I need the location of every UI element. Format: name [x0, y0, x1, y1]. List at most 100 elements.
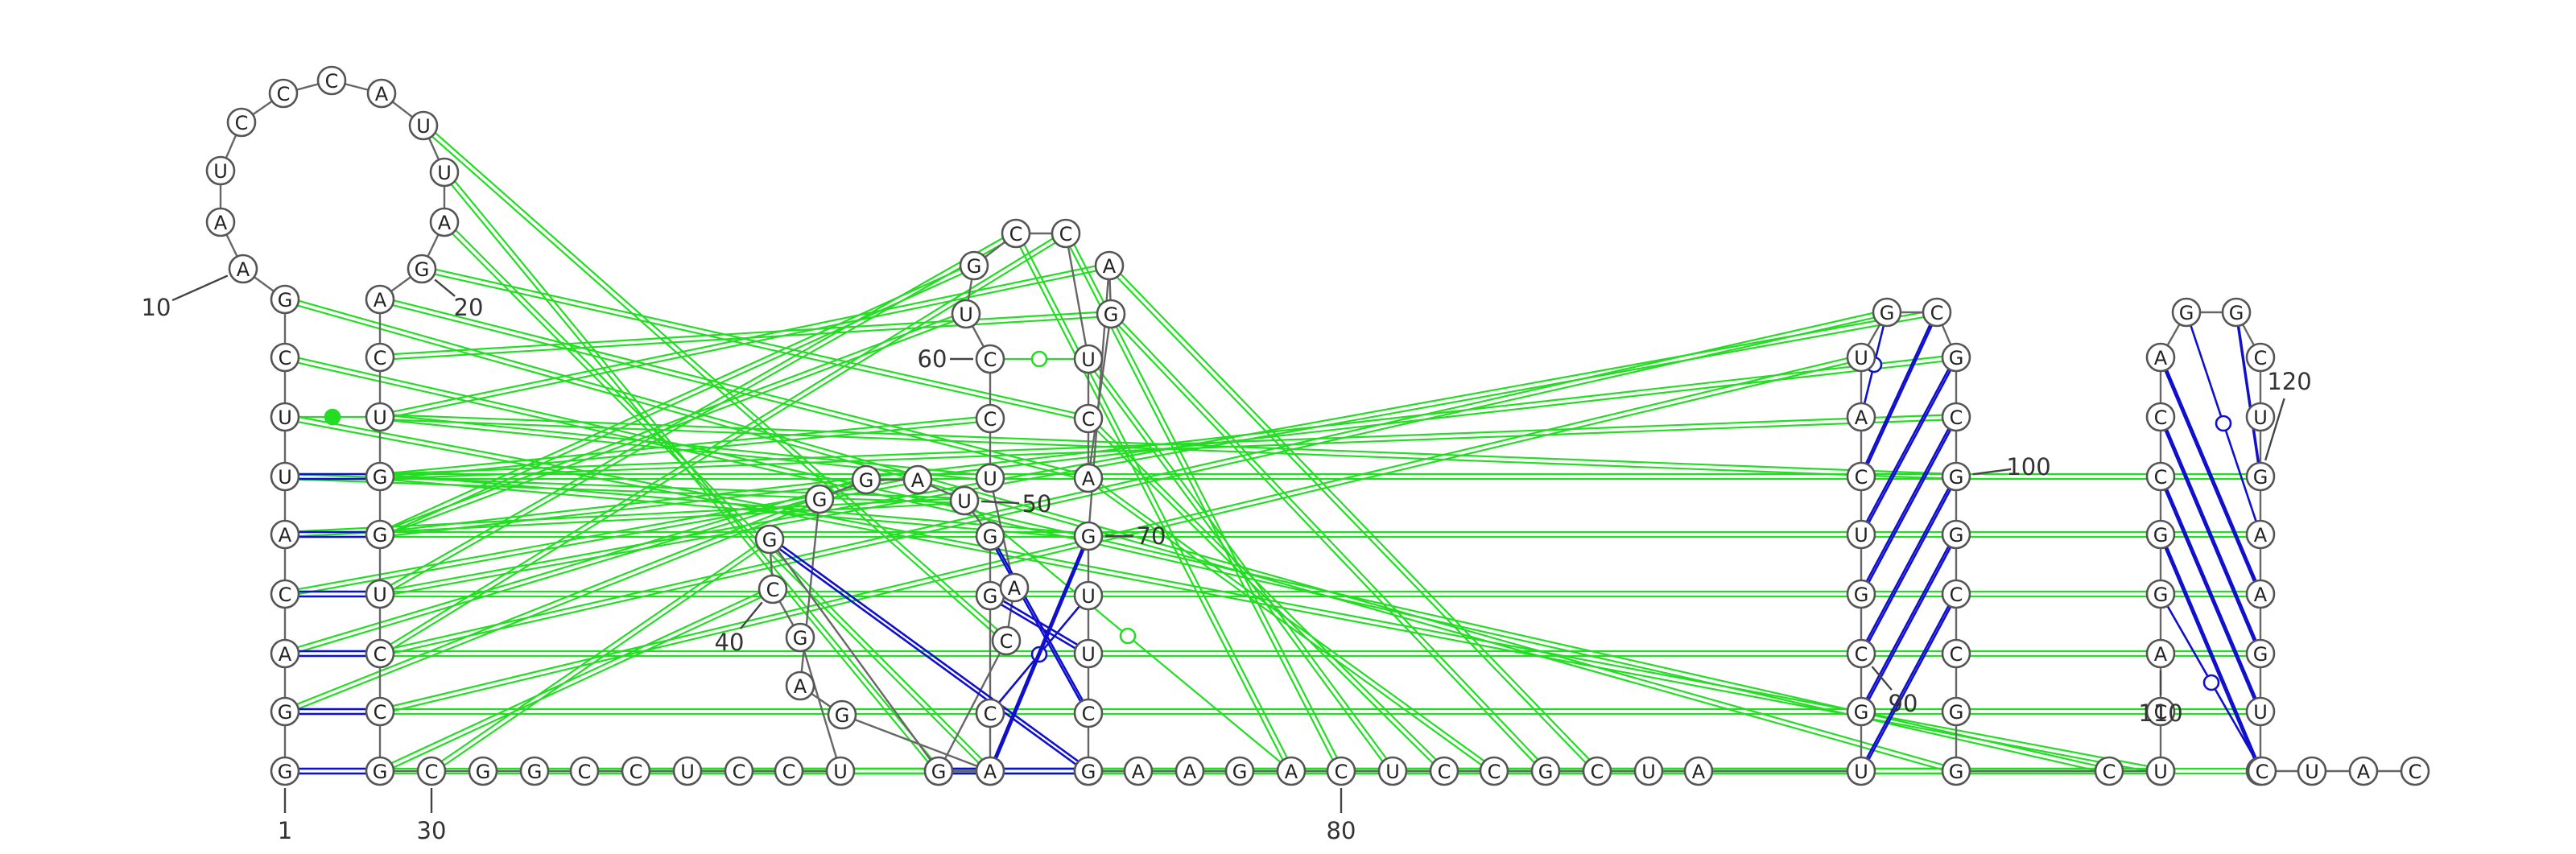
nucleotide-96: G — [1872, 297, 1902, 328]
nucleotide-circle — [1073, 521, 1104, 551]
nucleotide-circle — [1941, 402, 1971, 432]
nucleotide-circle — [429, 157, 460, 188]
tertiary-interaction-line — [1086, 419, 1443, 774]
nucleotide-circle — [672, 756, 703, 786]
nucleotide-50: U — [949, 485, 980, 516]
nucleotide-letter: A — [2254, 524, 2268, 547]
position-tick — [171, 274, 229, 302]
nucleotide-90: C — [1846, 638, 1876, 669]
tertiary-interaction-line — [380, 266, 1110, 421]
nucleotide-circle — [1872, 297, 1902, 328]
nucleotide-letter: C — [1855, 643, 1868, 666]
nucleotide-circle — [991, 625, 1022, 656]
nucleotide-letter: G — [859, 469, 874, 492]
nucleotide-letter: G — [278, 289, 293, 311]
nucleotide-73: C — [1073, 698, 1104, 728]
nucleotide-57: A — [999, 572, 1030, 603]
nucleotide-circle — [785, 622, 815, 653]
nucleotide-81: U — [1377, 756, 1408, 786]
nucleotide-letter: U — [680, 761, 695, 783]
position-tick — [740, 601, 763, 629]
nucleotide-19: A — [429, 207, 460, 237]
nucleotide-circle — [270, 638, 300, 669]
nucleotide-32: G — [519, 756, 550, 786]
nucleotide-88: U — [1846, 756, 1876, 786]
nucleotide-letter: C — [1009, 223, 1023, 245]
nucleotide-letter: C — [1082, 703, 1096, 725]
base-pair-line — [2159, 414, 2262, 652]
wobble-pair-marker — [2215, 415, 2232, 432]
nucleotide-circle — [1073, 756, 1104, 786]
nucleotide-letter: U — [2253, 701, 2268, 724]
nucleotide-letter: G — [373, 524, 388, 547]
nucleotide-letter: G — [2229, 302, 2244, 324]
nucleotide-14: C — [268, 78, 299, 109]
position-tick — [2264, 398, 2285, 461]
nucleotide-letter: G — [1949, 524, 1964, 547]
nucleotide-circle — [270, 402, 300, 432]
nucleotide-93: C — [1846, 461, 1876, 492]
nucleotide-34: C — [621, 756, 651, 786]
tertiary-interaction-line — [285, 354, 2110, 770]
nucleotide-letter: C — [1000, 630, 1013, 653]
position-label: 30 — [417, 817, 447, 844]
nucleotide-40: C — [758, 574, 788, 604]
nucleotide-circle — [2171, 297, 2202, 328]
nucleotide-28: C — [365, 696, 395, 727]
base-pair-line — [989, 592, 1089, 653]
tertiary-interaction-line — [379, 477, 1088, 540]
nucleotide-circle — [416, 756, 447, 786]
base-pair-line — [1860, 359, 1958, 538]
nucleotide-circle — [999, 572, 1030, 603]
nucleotide-letter: G — [527, 761, 543, 783]
nucleotide-circle — [621, 756, 651, 786]
position-label: 20 — [454, 294, 484, 321]
nucleotide-letter: C — [733, 761, 746, 783]
nucleotide-circle — [365, 756, 395, 786]
tertiary-interactions — [283, 122, 2260, 775]
nucleotide-letter: U — [983, 468, 997, 490]
position-label: 110 — [2138, 699, 2182, 727]
nucleotide-circle — [228, 254, 258, 284]
nucleotide-letter: G — [1949, 701, 1964, 724]
nucleotide-letter: G — [373, 761, 388, 783]
nucleotide-letter: G — [835, 704, 850, 727]
position-tick — [980, 500, 1020, 505]
tertiary-interaction-line — [285, 501, 965, 538]
nucleotide-circle — [1001, 218, 1031, 249]
nucleotide-letter: C — [279, 347, 292, 369]
nucleotide-circle — [1941, 579, 1971, 609]
nucleotide-87: A — [1683, 756, 1714, 786]
nucleotide-letter: A — [2154, 643, 2168, 666]
base-pair-line — [989, 538, 1090, 774]
nucleotide-letter: C — [2256, 761, 2269, 783]
nucleotide-11: A — [205, 207, 236, 237]
tertiary-interaction-line — [380, 313, 1888, 657]
nucleotide-30: C — [416, 756, 447, 786]
tertiary-interaction-line — [1089, 357, 1396, 770]
nucleotide-77: A — [1174, 756, 1205, 786]
tertiary-interaction-line — [378, 311, 966, 534]
tertiary-interaction-line — [380, 313, 1938, 598]
nucleotide-122: A — [2245, 579, 2276, 609]
nucleotide-circle — [2221, 297, 2252, 328]
nucleotide-letter: C — [578, 761, 592, 783]
nucleotide-113: C — [2145, 461, 2176, 492]
nucleotide-66: C — [1073, 403, 1104, 434]
nucleotide-letter: U — [213, 160, 228, 183]
nucleotide-circle — [1846, 756, 1876, 786]
nucleotide-circle — [408, 110, 439, 141]
nucleotide-circle — [429, 207, 460, 237]
nucleotide-70: G — [1073, 521, 1104, 551]
nucleotide-circle — [825, 756, 856, 786]
nucleotide-118: C — [2245, 342, 2276, 373]
nucleotide-123: G — [2245, 638, 2276, 669]
nucleotide-44: G — [827, 699, 857, 730]
nucleotide-104: G — [1941, 696, 1971, 727]
nucleotide-35: U — [672, 756, 703, 786]
nucleotide-circle — [1941, 461, 1971, 492]
nucleotide-circle — [365, 696, 395, 727]
nucleotide-17: U — [408, 110, 439, 141]
nucleotide-circle — [270, 284, 300, 315]
nucleotide-letter: C — [1855, 466, 1868, 489]
